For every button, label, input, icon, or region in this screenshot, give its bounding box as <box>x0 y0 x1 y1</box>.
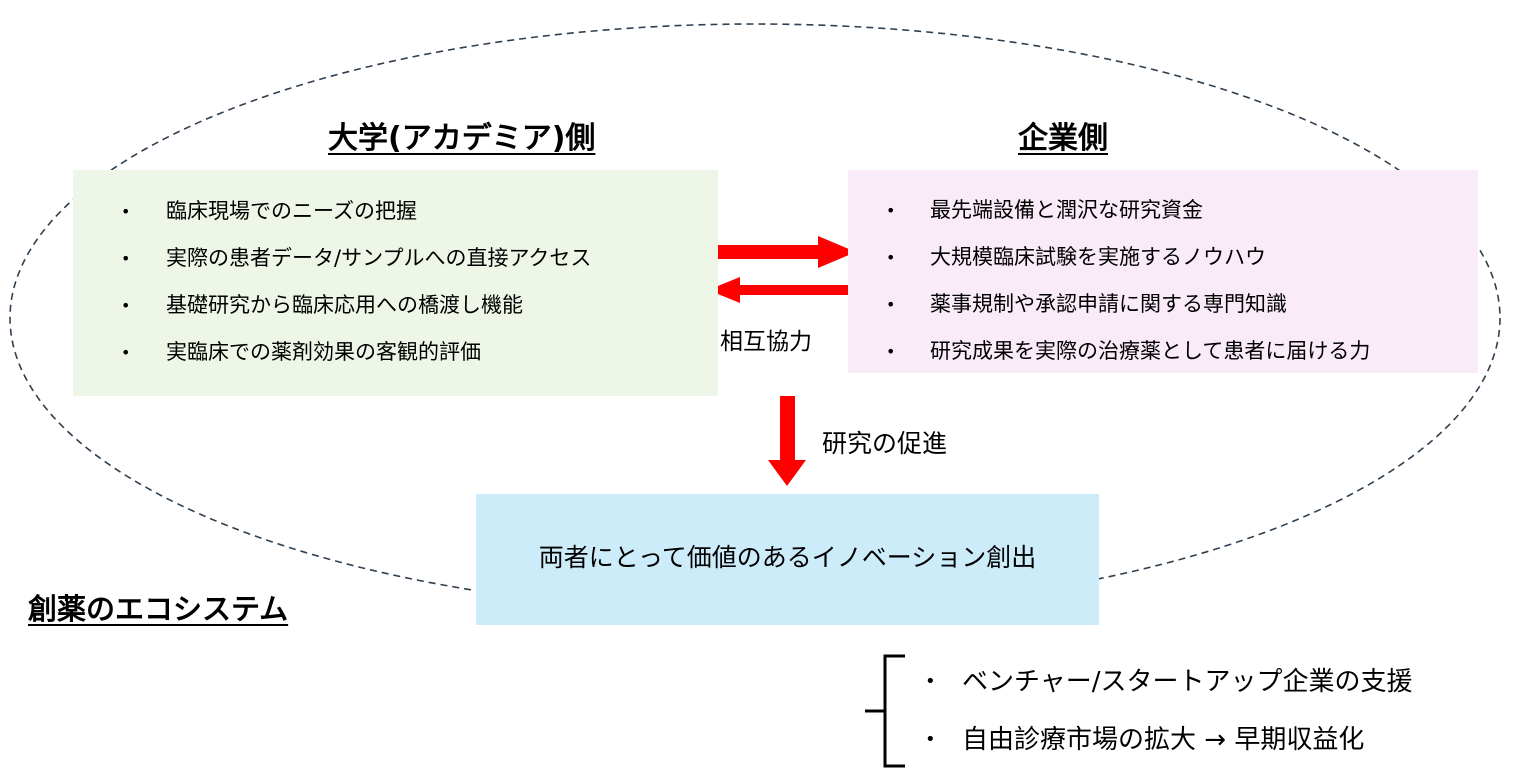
academia-box: •臨床現場でのニーズの把握 •実際の患者データ/サンプルへの直接アクセス •基礎… <box>73 170 718 396</box>
academia-heading: 大学(アカデミア)側 <box>328 121 596 156</box>
industry-heading: 企業側 <box>1018 121 1108 156</box>
ventures-list: •ベンチャー/スタートアップ企業の支援 •自由診療市場の拡大 → 早期収益化 <box>925 653 1413 769</box>
academia-item: •実際の患者データ/サンプルへの直接アクセス <box>121 246 592 270</box>
mutual-cooperation-label: 相互協力 <box>720 329 812 355</box>
industry-item: •薬事規制や承認申請に関する専門知識 <box>886 292 1287 316</box>
venture-item: •自由診療市場の拡大 → 早期収益化 <box>925 725 1365 755</box>
innovation-box: 両者にとって価値のあるイノベーション創出 <box>476 494 1099 625</box>
ecosystem-label: 創薬のエコシステム <box>28 592 289 626</box>
industry-item: •大規模臨床試験を実施するノウハウ <box>886 245 1266 269</box>
arrow-right <box>708 236 856 268</box>
innovation-text: 両者にとって価値のあるイノベーション創出 <box>538 543 1037 572</box>
arrow-left <box>708 277 853 303</box>
academia-item: •基礎研究から臨床応用への橋渡し機能 <box>121 293 523 317</box>
bracket <box>883 654 905 768</box>
industry-item: •研究成果を実際の治療薬として患者に届ける力 <box>886 339 1371 363</box>
ventures-list-container: •ベンチャー/スタートアップ企業の支援 •自由診療市場の拡大 → 早期収益化 <box>925 653 1413 769</box>
venture-item: •ベンチャー/スタートアップ企業の支援 <box>925 667 1413 697</box>
industry-list: •最先端設備と潤沢な研究資金 •大規模臨床試験を実施するノウハウ •薬事規制や承… <box>848 187 1478 375</box>
arrow-down <box>768 396 806 486</box>
industry-box: •最先端設備と潤沢な研究資金 •大規模臨床試験を実施するノウハウ •薬事規制や承… <box>848 170 1478 373</box>
academia-item: •実臨床での薬剤効果の客観的評価 <box>121 340 481 364</box>
academia-item: •臨床現場でのニーズの把握 <box>121 199 417 223</box>
academia-list: •臨床現場でのニーズの把握 •実際の患者データ/サンプルへの直接アクセス •基礎… <box>73 188 718 376</box>
industry-item: •最先端設備と潤沢な研究資金 <box>886 198 1203 222</box>
research-promotion-label: 研究の促進 <box>822 429 948 458</box>
